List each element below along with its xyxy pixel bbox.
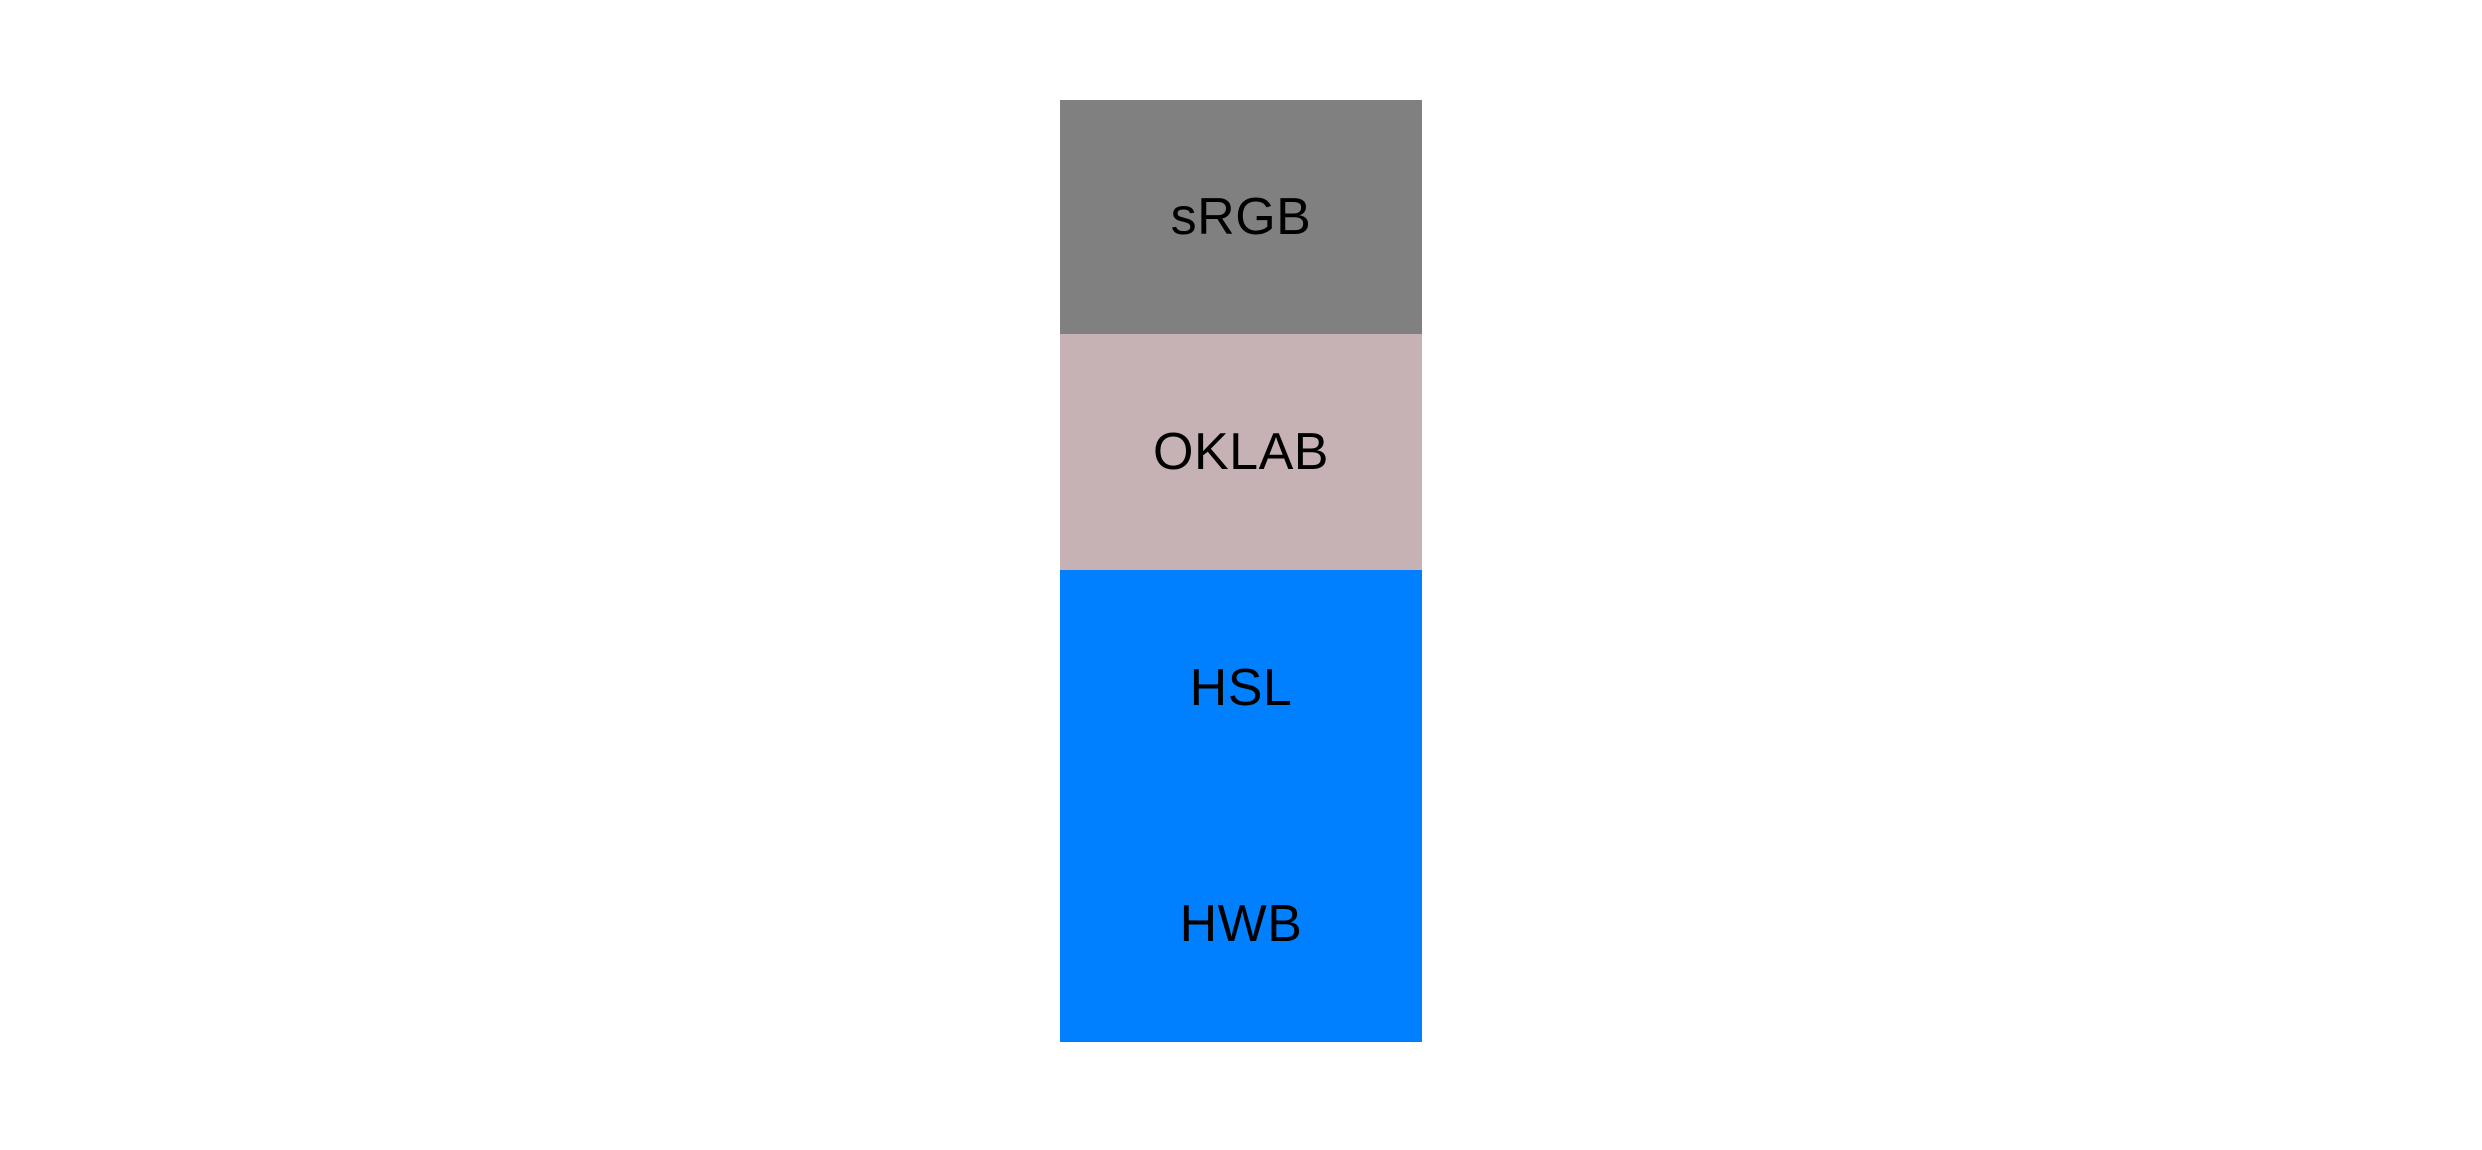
swatch-hwb: HWB [1060, 806, 1422, 1042]
swatch-oklab: OKLAB [1060, 334, 1422, 570]
swatch-label-srgb: sRGB [1170, 188, 1312, 246]
swatch-label-hwb: HWB [1179, 895, 1303, 953]
swatch-label-oklab: OKLAB [1153, 423, 1329, 481]
swatch-label-hsl: HSL [1189, 659, 1293, 717]
swatch-hsl: HSL [1060, 570, 1422, 806]
color-space-swatch-stack: sRGB OKLAB HSL HWB [1060, 100, 1422, 1042]
swatch-srgb: sRGB [1060, 100, 1422, 334]
